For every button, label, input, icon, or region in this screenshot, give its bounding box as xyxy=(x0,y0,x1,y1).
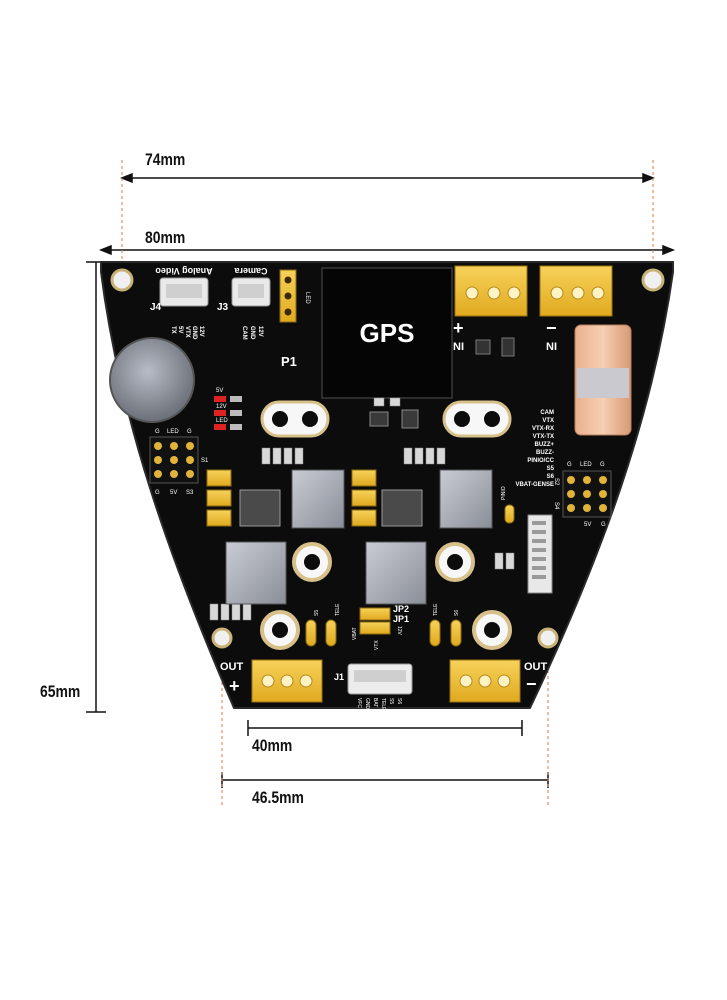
s5-label: S5 xyxy=(314,610,320,616)
j3-pin: CAM xyxy=(241,326,247,340)
buzzer xyxy=(109,337,195,423)
j3-pin: 12V xyxy=(257,326,263,337)
s6-label: S6 xyxy=(454,610,460,616)
j4-pin: 12V xyxy=(198,326,204,337)
dimension-lines xyxy=(86,172,676,788)
side-connector xyxy=(527,514,553,594)
j3-pin: GND xyxy=(249,326,255,340)
right-header-top: LED xyxy=(580,462,592,468)
dim-arrow xyxy=(662,244,676,256)
left-header-bottom: 5V xyxy=(170,490,177,496)
side-label: S6 xyxy=(547,474,555,480)
dim-arrow xyxy=(119,172,133,184)
vtx-label: VTX xyxy=(374,640,380,650)
side-label: BUZZ+ xyxy=(535,442,555,448)
right-servo-header xyxy=(562,470,612,518)
camera-label: Camera xyxy=(234,266,268,276)
side-label: BUZZ- xyxy=(536,450,554,456)
j1-pin: BAT xyxy=(372,698,378,707)
side-label: PINIO/CC xyxy=(527,458,554,464)
tele-right-label: TELE xyxy=(433,603,439,616)
input-negative-sign: − xyxy=(546,318,557,338)
dim-arrow xyxy=(98,244,112,256)
left-header-side: S1 xyxy=(201,458,209,464)
led-label: LED xyxy=(216,418,228,424)
side-label: VTX xyxy=(542,418,554,424)
dim-arrow xyxy=(642,172,656,184)
jp-12v-label: 12V xyxy=(396,626,402,636)
dim-40mm-label: 40mm xyxy=(252,736,293,755)
pinio-label: PINIO xyxy=(501,486,507,500)
status-leds xyxy=(214,396,242,430)
analog-video-label: Analog Video xyxy=(155,266,213,276)
dim-65mm-label: 65mm xyxy=(40,682,81,701)
left-header-bottom: G xyxy=(155,490,160,496)
mounting-holes xyxy=(110,268,665,649)
output-terminal-positive xyxy=(251,659,323,703)
side-label: VTX-TX xyxy=(533,434,554,440)
hole-guide-lines xyxy=(121,160,654,805)
output-terminal-negative xyxy=(449,659,521,703)
left-header-bottom: S3 xyxy=(186,490,194,496)
j1-pin: VFC xyxy=(356,698,362,708)
inductors xyxy=(225,469,493,605)
right-header-bottom: 5V xyxy=(584,522,591,528)
input-negative-label: NI xyxy=(546,341,557,353)
j4-pin: VTX xyxy=(184,326,190,338)
j1-pin: GND xyxy=(364,698,370,710)
output-right-label: OUT xyxy=(524,661,548,673)
led-label: 5V xyxy=(216,388,223,394)
output-left-sign: + xyxy=(229,676,240,696)
side-label: S5 xyxy=(547,466,555,472)
left-header-top: G xyxy=(155,429,160,435)
led-connector-label: LED xyxy=(304,292,310,304)
j4-pin: 5V xyxy=(177,326,183,333)
input-terminal-negative xyxy=(539,265,613,317)
output-left-label: OUT xyxy=(220,661,244,673)
left-header-top: G xyxy=(187,429,192,435)
input-positive-sign: + xyxy=(453,318,464,338)
dim-46-5mm-label: 46.5mm xyxy=(252,788,304,807)
j4-pin: TX xyxy=(170,326,176,334)
right-header-top: G xyxy=(600,462,605,468)
tele-left-label: TELE xyxy=(335,603,341,616)
j1-pin: S6 xyxy=(396,698,402,704)
side-label: VBAT-GENSE xyxy=(515,482,554,488)
jp1-label: JP1 xyxy=(393,614,409,624)
jp2-label: JP2 xyxy=(393,604,409,614)
left-header-top: LED xyxy=(167,429,179,435)
j1-pin: TELE xyxy=(380,698,386,711)
right-header-top: G xyxy=(567,462,572,468)
j4-pin: GND xyxy=(191,326,197,340)
j1-pin: S5 xyxy=(388,698,394,704)
right-header-bottom: G xyxy=(601,522,606,528)
side-label: VTX-RX xyxy=(532,426,554,432)
p1-label: P1 xyxy=(281,354,297,369)
output-right-sign: − xyxy=(526,674,537,694)
gps-module xyxy=(321,267,453,399)
left-servo-header xyxy=(149,436,199,484)
ic-chips xyxy=(239,409,423,527)
vbat-label: VBAT xyxy=(352,627,358,640)
j1-label: J1 xyxy=(334,672,344,682)
input-positive-label: NI xyxy=(453,341,464,353)
dim-80mm-label: 80mm xyxy=(145,228,186,247)
j3-label: J3 xyxy=(217,302,229,313)
dim-74mm-label: 74mm xyxy=(145,150,186,169)
capacitors xyxy=(206,469,515,647)
input-terminal-positive xyxy=(454,265,528,317)
oval-slots xyxy=(260,400,512,438)
side-label: CAM xyxy=(540,410,554,416)
led-label: 12V xyxy=(216,404,227,410)
j4-label: J4 xyxy=(150,302,162,313)
right-header-side: S2 xyxy=(553,478,559,486)
gps-label: GPS xyxy=(360,318,415,348)
right-header-side: S4 xyxy=(553,502,559,510)
